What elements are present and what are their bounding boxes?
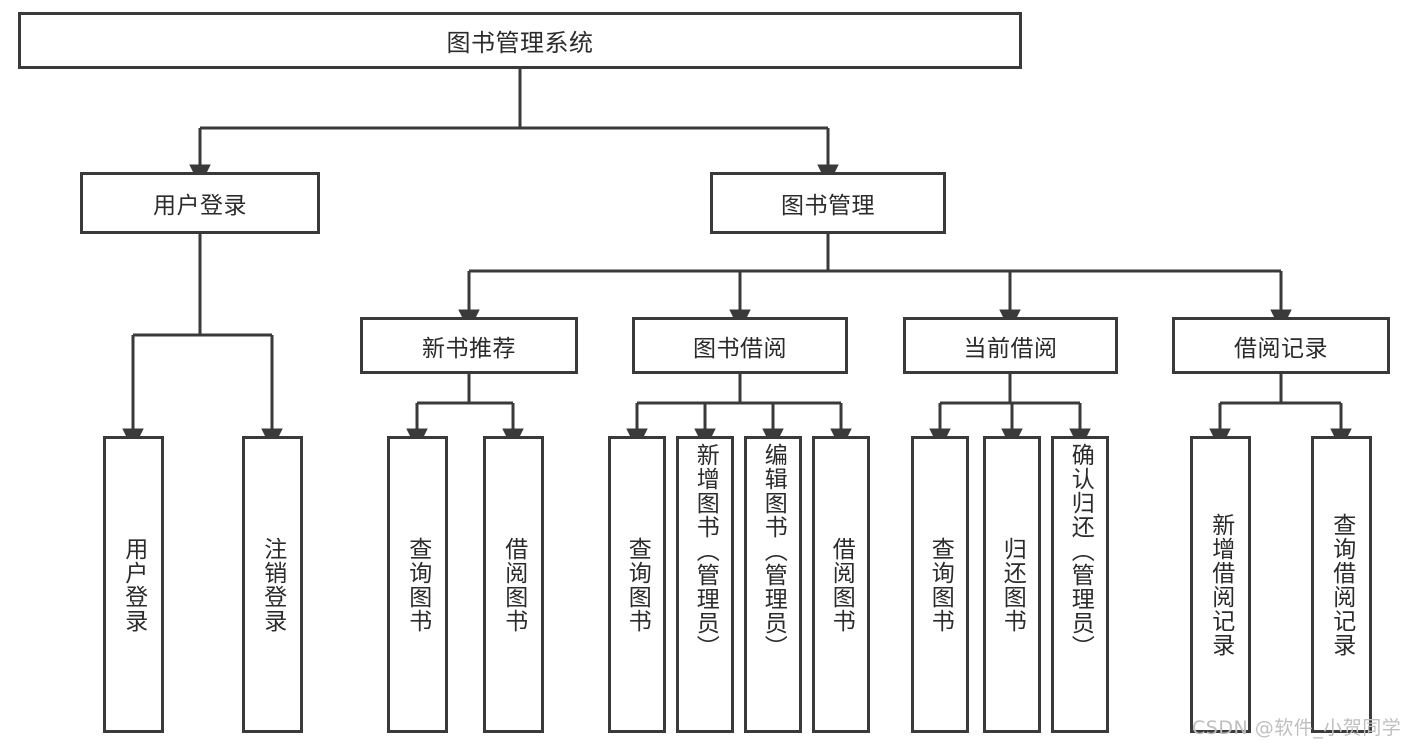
node-label: 用户登录 bbox=[153, 193, 247, 219]
node-leaf-query-borrow-record[interactable]: 查询借阅记录 bbox=[1311, 436, 1372, 733]
node-label: 用户登录 bbox=[120, 536, 147, 633]
node-leaf-borrow-book-recommend[interactable]: 借阅图书 bbox=[483, 436, 544, 733]
node-label: 查询借阅记录 bbox=[1328, 512, 1355, 657]
node-leaf-query-book-recommend[interactable]: 查询图书 bbox=[387, 436, 448, 733]
node-user-login[interactable]: 用户登录 bbox=[80, 172, 320, 234]
node-leaf-confirm-return-admin[interactable]: 确认归还（管理员） bbox=[1051, 436, 1109, 733]
node-label: 新增图书（管理员） bbox=[692, 443, 719, 659]
node-label: 归还图书 bbox=[999, 536, 1026, 633]
node-book-borrow[interactable]: 图书借阅 bbox=[632, 317, 848, 374]
node-leaf-query-book-borrow[interactable]: 查询图书 bbox=[608, 436, 666, 733]
node-label: 图书管理 bbox=[781, 193, 875, 219]
node-leaf-user-login[interactable]: 用户登录 bbox=[103, 436, 164, 733]
watermark-credit: CSDN @软件_小贺同学 bbox=[1192, 717, 1402, 739]
node-leaf-logout[interactable]: 注销登录 bbox=[242, 436, 303, 733]
node-label: 查询图书 bbox=[624, 536, 651, 633]
node-label: 确认归还（管理员） bbox=[1067, 443, 1094, 659]
node-label: 编辑图书（管理员） bbox=[760, 443, 787, 659]
node-book-management[interactable]: 图书管理 bbox=[710, 172, 946, 234]
node-label: 图书管理系统 bbox=[446, 29, 594, 57]
node-label: 查询图书 bbox=[404, 536, 431, 633]
node-leaf-edit-book-admin[interactable]: 编辑图书（管理员） bbox=[744, 436, 802, 733]
node-label: 查询图书 bbox=[927, 536, 954, 633]
node-leaf-add-book-admin[interactable]: 新增图书（管理员） bbox=[676, 436, 734, 733]
node-root-book-management-system[interactable]: 图书管理系统 bbox=[18, 12, 1022, 69]
node-leaf-add-borrow-record[interactable]: 新增借阅记录 bbox=[1190, 436, 1251, 733]
node-leaf-borrow-book-borrow[interactable]: 借阅图书 bbox=[812, 436, 870, 733]
node-label: 新增借阅记录 bbox=[1207, 512, 1234, 657]
node-label: 借阅图书 bbox=[500, 536, 527, 633]
node-label: 借阅记录 bbox=[1234, 335, 1328, 362]
node-label: 借阅图书 bbox=[828, 536, 855, 633]
node-label: 新书推荐 bbox=[422, 335, 516, 362]
node-new-book-recommend[interactable]: 新书推荐 bbox=[360, 317, 578, 374]
node-leaf-return-book[interactable]: 归还图书 bbox=[983, 436, 1041, 733]
node-current-borrow[interactable]: 当前借阅 bbox=[903, 317, 1118, 374]
node-label: 注销登录 bbox=[259, 536, 286, 633]
node-label: 图书借阅 bbox=[693, 335, 787, 362]
node-borrow-record[interactable]: 借阅记录 bbox=[1172, 317, 1390, 374]
node-leaf-query-book-current[interactable]: 查询图书 bbox=[911, 436, 969, 733]
node-label: 当前借阅 bbox=[963, 335, 1058, 362]
